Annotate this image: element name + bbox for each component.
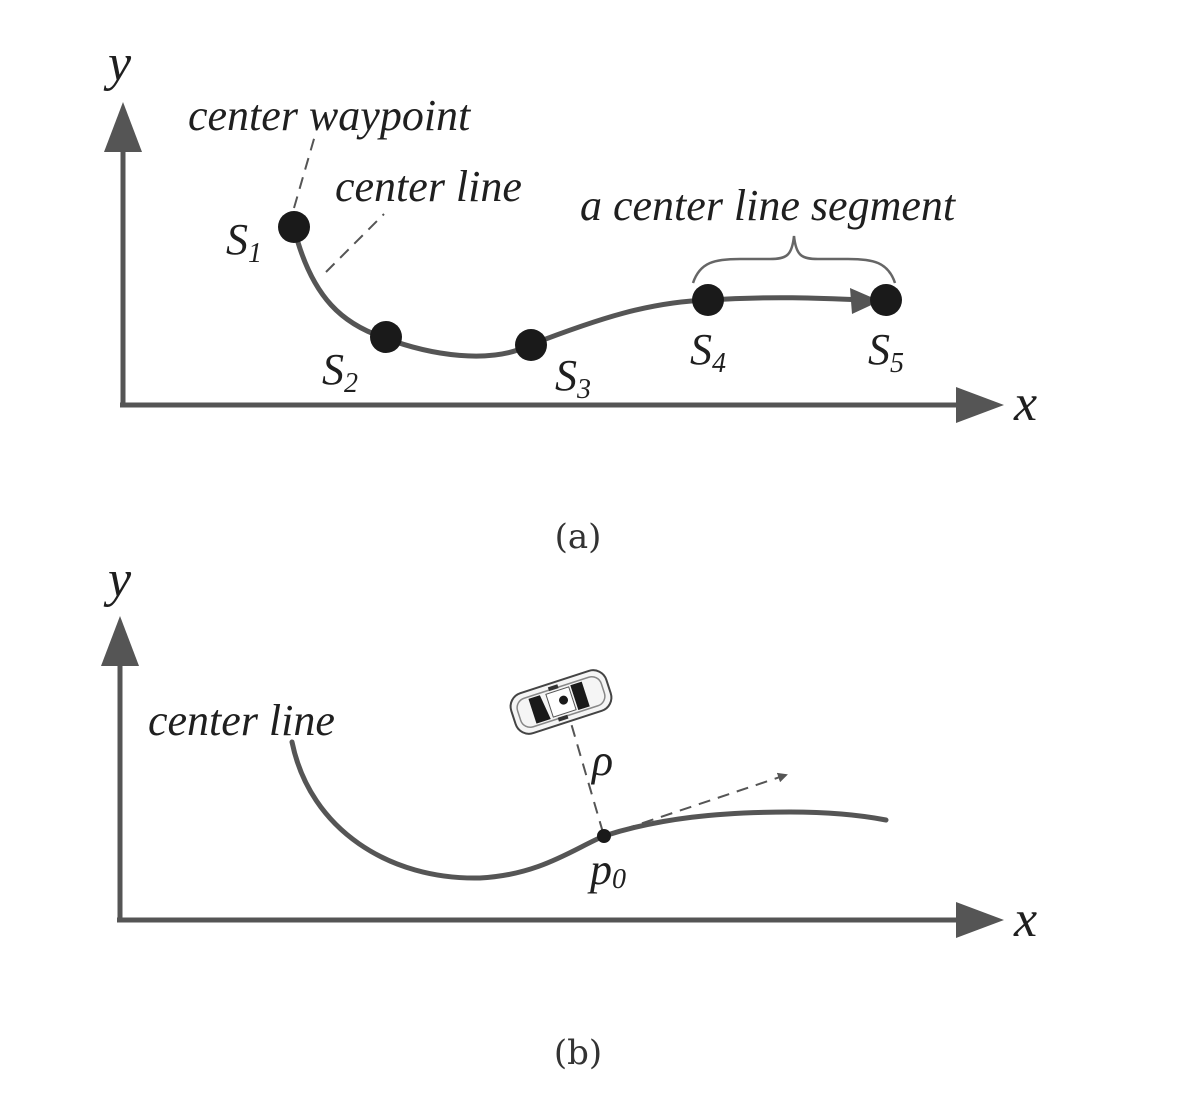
waypoint-s1 <box>278 211 310 243</box>
waypoint-s5 <box>870 284 902 316</box>
waypoint-label-s2: S2 <box>322 345 358 399</box>
projection-point-p0 <box>597 829 611 843</box>
caption-b: (b) <box>554 1033 602 1073</box>
waypoint-s3 <box>515 329 547 361</box>
axes-b: y x <box>101 551 1037 948</box>
y-axis-label-b: y <box>103 551 132 608</box>
center-line-arrowhead-a <box>850 288 880 314</box>
waypoint-s2 <box>370 321 402 353</box>
x-axis-arrowhead-a <box>956 387 1004 423</box>
car-icon <box>509 669 613 735</box>
rho-label: ρ <box>590 736 613 785</box>
caption-a: (a) <box>555 517 602 557</box>
tangent-direction-arrow <box>603 772 788 837</box>
p0-label: p0 <box>587 845 626 895</box>
waypoint-labels: S1 S2 S3 S4 S5 <box>226 215 904 405</box>
waypoint-label-s1: S1 <box>226 215 262 269</box>
y-axis-arrowhead-b <box>101 616 139 666</box>
panel-b: y x center line ρ p0 (b) <box>101 551 1037 1073</box>
x-axis-arrowhead-b <box>956 902 1004 938</box>
waypoints <box>278 211 902 361</box>
y-axis-label-a: y <box>103 35 132 92</box>
center-line-label-a: center line <box>335 162 522 211</box>
center-line-leader-line <box>325 213 385 273</box>
waypoint-label-s3: S3 <box>555 351 591 405</box>
y-axis-arrowhead-a <box>104 102 142 152</box>
segment-label: a center line segment <box>580 181 957 230</box>
rho-distance-line <box>565 705 605 837</box>
center-waypoint-label: center waypoint <box>188 91 472 140</box>
waypoint-label-s5: S5 <box>868 325 904 379</box>
x-axis-label-b: x <box>1013 891 1037 948</box>
waypoint-label-s4: S4 <box>690 325 726 379</box>
x-axis-label-a: x <box>1013 375 1037 432</box>
waypoint-s4 <box>692 284 724 316</box>
waypoint-leader-line <box>293 131 317 209</box>
center-line-curve-b <box>289 739 889 881</box>
segment-brace <box>691 235 897 284</box>
axes-a: y x <box>103 35 1037 432</box>
panel-a: y x center waypoint center line a center… <box>103 35 1037 557</box>
center-line-label-b: center line <box>148 696 335 745</box>
